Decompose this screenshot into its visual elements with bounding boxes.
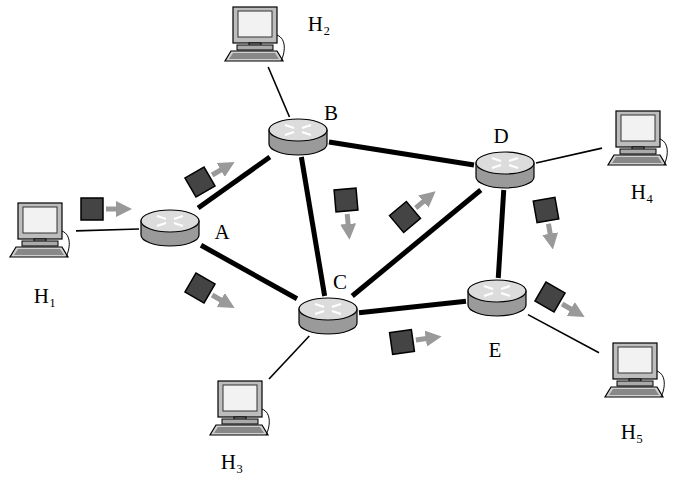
packet: [390, 188, 437, 232]
computer-icon: [219, 5, 291, 67]
router-node: C: [297, 296, 359, 336]
host-computer: H₅: [599, 341, 671, 403]
router-icon: [139, 208, 201, 248]
packet: [535, 282, 583, 323]
packet: [185, 156, 233, 197]
router-link: [359, 301, 466, 312]
host-link: [76, 229, 139, 231]
host-computer: H₄: [602, 109, 674, 171]
host-computer: H₂: [219, 5, 291, 67]
packet: [185, 273, 233, 314]
router-label: E: [489, 340, 502, 361]
router-icon: [474, 150, 536, 190]
computer-icon: [602, 109, 674, 171]
packet: [533, 197, 562, 243]
router-label: C: [333, 272, 347, 293]
packet: [81, 198, 124, 220]
packet: [390, 327, 436, 355]
router-link: [301, 157, 324, 296]
host-label: H₁: [34, 286, 57, 307]
router-icon: [466, 278, 528, 318]
host-computer: H₃: [204, 379, 276, 441]
router-link: [352, 190, 481, 296]
router-label: D: [493, 126, 508, 147]
router-node: A: [139, 208, 201, 248]
router-icon: [267, 117, 329, 157]
host-label: H₅: [621, 422, 644, 443]
router-node: E: [466, 278, 528, 318]
router-label: A: [214, 222, 229, 243]
router-link: [329, 142, 474, 165]
host-computer: H₁: [4, 201, 76, 263]
router-icon: [297, 296, 359, 336]
router-label: B: [324, 103, 338, 124]
computer-icon: [4, 201, 76, 263]
host-link: [269, 336, 309, 379]
host-label: H₃: [221, 452, 244, 473]
host-link: [528, 315, 599, 353]
host-link: [268, 67, 289, 117]
router-link: [498, 190, 504, 278]
computer-icon: [204, 379, 276, 441]
computer-icon: [599, 341, 671, 403]
host-link: [536, 148, 602, 163]
router-link: [201, 245, 297, 298]
host-label: H₄: [631, 182, 654, 203]
router-node: B: [267, 117, 329, 157]
packet: [334, 188, 360, 233]
router-node: D: [474, 150, 536, 190]
host-label: H₂: [308, 14, 331, 35]
